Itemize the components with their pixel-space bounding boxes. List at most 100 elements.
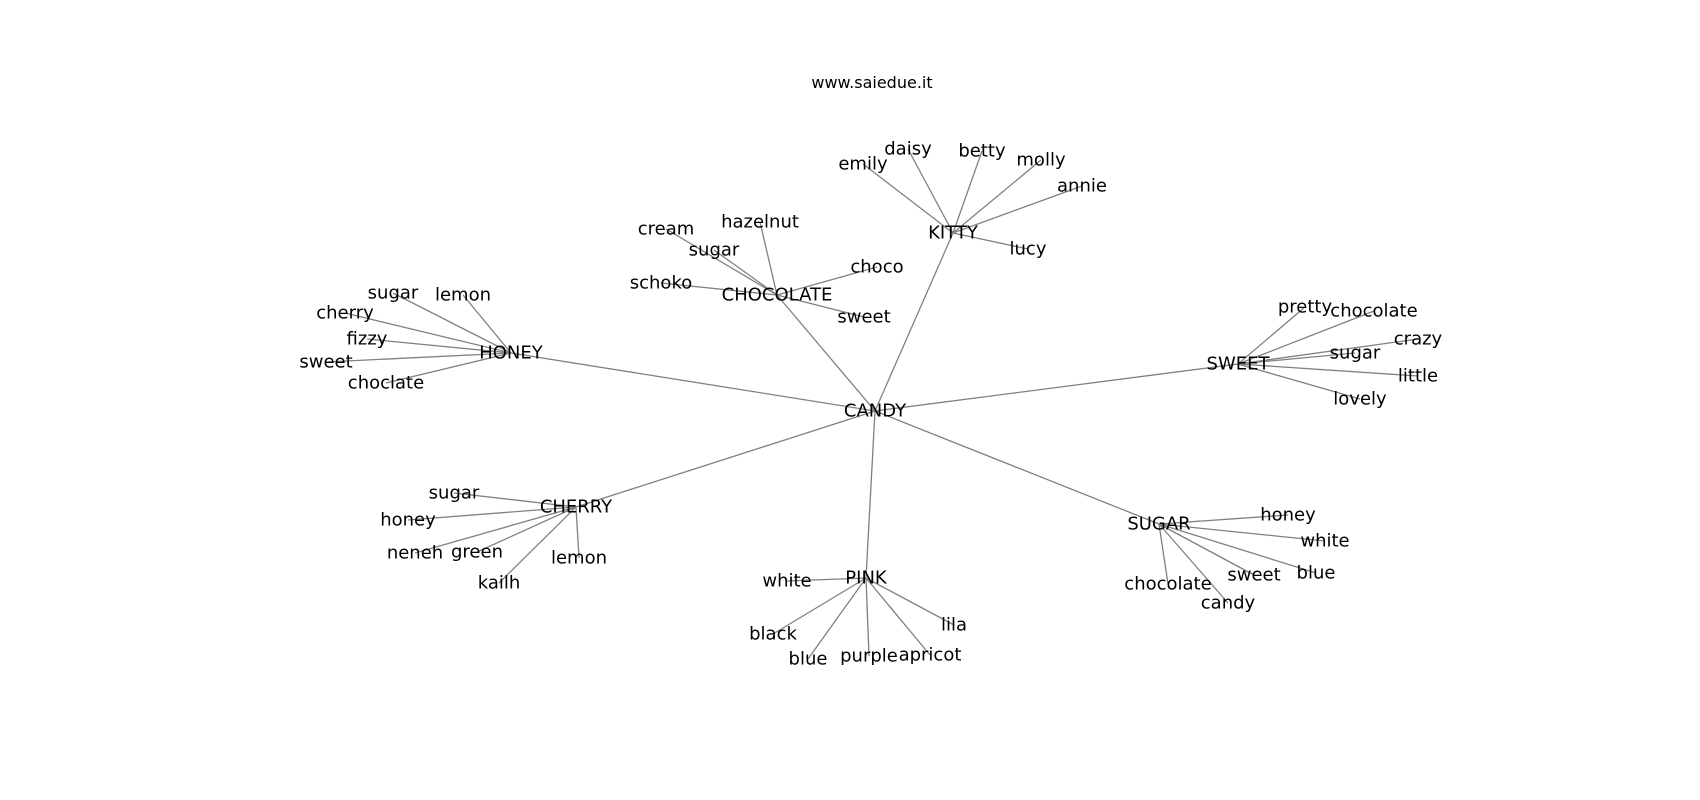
edge-hub-to-leaf [772, 577, 867, 635]
leaf-node-label: pretty [1278, 297, 1333, 318]
hub-node-label: SWEET [1207, 354, 1271, 375]
edge-hub-to-leaf [1158, 514, 1289, 525]
edge-hub-to-leaf [407, 506, 577, 521]
edge-hub-to-leaf [952, 150, 983, 234]
leaf-node-label: daisy [884, 139, 932, 160]
leaf-node-label: hazelnut [721, 212, 799, 233]
hub-node-label: PINK [845, 568, 888, 589]
edge-hub-to-leaf [414, 506, 577, 554]
leaf-node-label: sweet [1227, 565, 1280, 586]
leaf-node-label: sugar [429, 483, 480, 504]
edge-hub-to-leaf [1158, 523, 1255, 576]
edge-hub-to-leaf [392, 292, 512, 354]
leaf-node-label: blue [789, 649, 828, 670]
leaf-node-label: lucy [1010, 239, 1047, 260]
hub-node-label: CHOCOLATE [722, 285, 833, 306]
edge-hub-to-leaf [1158, 523, 1229, 604]
leaf-node-label: sugar [1330, 343, 1381, 364]
edge-hub-to-leaf [952, 232, 1029, 250]
edge-root-to-hub [575, 410, 876, 508]
leaf-node-label: chocolate [1330, 301, 1417, 322]
edge-hub-to-leaf [1237, 363, 1361, 400]
hub-node-label: CHERRY [540, 497, 613, 518]
edge-root-to-hub [874, 410, 1160, 525]
leaf-node-label: green [451, 542, 503, 563]
edge-root-to-hub [874, 232, 954, 412]
edge-hub-to-leaf [1158, 523, 1169, 585]
edge-hub-to-leaf [952, 159, 1042, 234]
edge-hub-to-leaf [865, 577, 870, 657]
edge-hub-to-leaf [1237, 306, 1306, 365]
edge-hub-to-leaf [1237, 338, 1419, 365]
edge-hub-to-leaf [462, 294, 512, 354]
leaf-node-label: candy [1201, 593, 1256, 614]
edge-root-to-hub [510, 352, 876, 412]
leaf-node-label: apricot [899, 645, 962, 666]
leaf-node-label: honey [380, 510, 436, 531]
edge-hub-to-leaf [786, 577, 867, 582]
credit-text: www.saiedue.it [811, 73, 932, 92]
edge-hub-to-leaf [907, 148, 954, 234]
edge-hub-to-leaf [498, 506, 577, 584]
edge-hub-to-leaf [1237, 363, 1419, 377]
edge-hub-to-leaf [1158, 523, 1317, 574]
leaf-node-label: sweet [299, 352, 352, 373]
edge-root-to-hub [874, 363, 1239, 412]
edge-hub-to-leaf [344, 312, 512, 354]
edge-hub-to-leaf [453, 492, 577, 508]
hub-node-label: HONEY [479, 343, 544, 364]
leaf-node-label: purple [840, 646, 898, 667]
edge-hub-to-leaf [665, 228, 778, 296]
leaf-node-label: white [762, 571, 811, 592]
edge-hub-to-leaf [952, 185, 1083, 234]
leaf-node-label: chocolate [1124, 574, 1211, 595]
hub-node-label: SUGAR [1127, 514, 1190, 535]
leaf-node-label: choclate [348, 373, 424, 394]
edge-hub-to-leaf [862, 163, 954, 234]
leaf-node-label: schoko [630, 273, 693, 294]
leaf-node-label: blue [1297, 563, 1336, 584]
leaf-node-label: lemon [551, 548, 607, 569]
leaf-node-label: sugar [368, 283, 419, 304]
leaf-node-label: choco [850, 257, 903, 278]
leaf-node-label: annie [1057, 176, 1107, 197]
edge-hub-to-leaf [476, 506, 577, 553]
leaf-node-label: crazy [1394, 329, 1443, 350]
leaf-node-label: lovely [1333, 389, 1387, 410]
edge-hub-to-leaf [865, 577, 955, 626]
leaf-node-label: white [1300, 531, 1349, 552]
leaf-node-label: emily [838, 154, 888, 175]
edge-hub-to-leaf [325, 352, 512, 363]
edge-hub-to-leaf [1237, 310, 1375, 365]
leaf-node-label: little [1398, 366, 1438, 387]
hub-node-label: KITTY [928, 223, 979, 244]
edge-hub-to-leaf [366, 338, 512, 354]
edge-hub-to-leaf [1237, 352, 1356, 365]
leaf-node-label: sugar [689, 240, 740, 261]
leaf-node-label: sweet [837, 307, 890, 328]
root-node-label: CANDY [844, 401, 907, 422]
edge-hub-to-leaf [575, 506, 580, 559]
leaf-node-label: lemon [435, 285, 491, 306]
edge-root-to-hub [865, 410, 876, 579]
leaf-node-label: lila [941, 615, 967, 636]
edge-hub-to-leaf [776, 266, 878, 296]
leaf-node-label: neneh [387, 543, 443, 564]
leaf-node-label: honey [1260, 505, 1316, 526]
edge-hub-to-leaf [776, 294, 865, 318]
edge-hub-to-leaf [807, 577, 867, 660]
leaf-node-label: betty [958, 141, 1006, 162]
edge-root-to-hub [776, 294, 876, 412]
edge-hub-to-leaf [865, 577, 931, 656]
leaf-node-label: black [749, 624, 797, 645]
leaf-node-label: kailh [478, 573, 521, 594]
leaf-node-label: molly [1016, 150, 1066, 171]
leaf-node-label: cream [638, 219, 695, 240]
leaf-node-label: cherry [316, 303, 374, 324]
leaf-node-label: fizzy [347, 329, 388, 350]
edges [325, 148, 1419, 660]
edge-hub-to-leaf [713, 249, 778, 296]
edge-hub-to-leaf [385, 352, 512, 384]
